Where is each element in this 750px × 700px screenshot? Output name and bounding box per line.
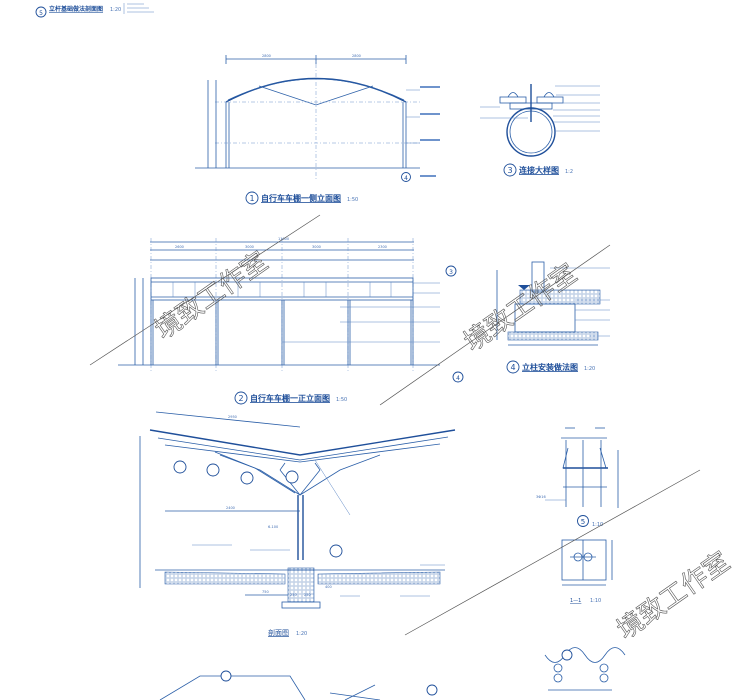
dim-label: 3000 <box>312 245 321 249</box>
drawing-number: 4 <box>510 363 515 372</box>
drawing-number: 1 <box>249 194 254 203</box>
drawing-title: 自行车车棚一侧立面图 <box>261 193 341 203</box>
watermark: 境致工作室 <box>150 247 274 346</box>
watermark: 境致工作室 <box>459 259 583 358</box>
dim-label: 250 <box>290 593 297 597</box>
dim-label: 2950 <box>228 415 237 419</box>
drawing-number: 3 <box>507 166 512 175</box>
watermark: 境致工作室 <box>612 547 736 646</box>
drawing-scale: 1:50 <box>336 397 347 403</box>
side-elevation-drawing: 2800 2800 4 1 自行车车棚一侧立面图 1:50 <box>195 54 440 205</box>
drawing-title: 剖面图 <box>268 628 289 637</box>
detail-note: 3Ф16 <box>536 495 546 499</box>
sheet-header: 5 立杆基础做法剖面图 1:20 <box>35 3 154 18</box>
dim-label: 2600 <box>175 245 184 249</box>
dim-label: 400 <box>325 585 332 589</box>
dim-label: 250 <box>304 593 311 597</box>
drawing-scale: 1:50 <box>347 197 358 203</box>
drawing-scale: 1:20 <box>296 631 307 637</box>
header-number: 5 <box>39 10 43 17</box>
callout-number: 4 <box>456 375 460 382</box>
callout-number: 4 <box>404 175 408 182</box>
header-number-circle <box>35 6 47 18</box>
header-scale: 1:20 <box>110 7 121 13</box>
drawing-number: 2 <box>238 394 243 403</box>
connection-detail-drawing: 3 连接大样图 1:2 <box>480 84 600 177</box>
dim-label: 2400 <box>226 506 235 510</box>
front-elevation-drawing: 11000 2600 3000 3000 2300 3 4 2 自行车车棚一正 <box>118 237 464 405</box>
section-drawing: 2950 2400 6-100 750 250 250 400 剖面图 1:20 <box>139 411 456 637</box>
detail-5-drawing: 3Ф16 5 1:10 1—1 1:10 <box>536 427 619 604</box>
section-scale: 1:10 <box>590 598 601 604</box>
dim-label: 2300 <box>378 245 387 249</box>
drawing-scale: 1:20 <box>584 366 595 372</box>
dim-label: 6-100 <box>268 525 278 529</box>
dim-label: 2800 <box>262 54 271 58</box>
section-label: 1—1 <box>570 598 581 604</box>
dim-label: 3000 <box>245 245 254 249</box>
drawing-number: 5 <box>581 518 585 526</box>
bottom-details <box>159 647 626 700</box>
drawing-title: 立柱安装做法图 <box>522 362 578 372</box>
dim-label: 2800 <box>352 54 361 58</box>
drawing-number-circle <box>245 191 259 205</box>
header-title: 立杆基础做法剖面图 <box>49 5 103 13</box>
dim-label: 750 <box>262 590 269 594</box>
drawing-title: 连接大样图 <box>519 165 559 175</box>
drawing-title: 自行车车棚一正立面图 <box>250 393 330 403</box>
drawing-scale: 1:10 <box>592 522 603 528</box>
callout-number: 3 <box>449 269 453 276</box>
drawing-scale: 1:2 <box>565 169 573 175</box>
